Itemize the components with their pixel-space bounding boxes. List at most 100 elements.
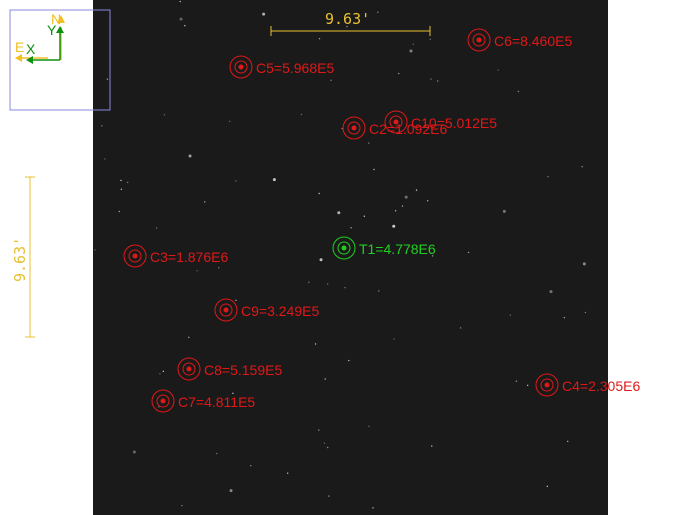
star <box>546 485 549 488</box>
star <box>286 472 289 474</box>
aperture-label: C7=4.811E5 <box>178 394 255 410</box>
aperture-c9[interactable]: C9=3.249E5 <box>214 298 319 322</box>
aperture-t1[interactable]: T1=4.778E6 <box>332 236 436 260</box>
horizontal-scale-bar <box>270 26 431 36</box>
aperture-c3[interactable]: C3=1.876E6 <box>123 244 228 268</box>
star <box>437 80 439 82</box>
aperture-ring <box>160 398 166 404</box>
aperture-ring <box>347 121 361 135</box>
star <box>188 154 192 158</box>
star <box>101 125 103 127</box>
east-arrow-icon <box>15 54 22 62</box>
star <box>409 49 413 53</box>
star <box>235 299 237 302</box>
star <box>566 440 569 443</box>
star <box>188 336 190 339</box>
aperture-ring <box>123 244 147 268</box>
aperture-label: T1=4.778E6 <box>359 241 436 257</box>
aperture-label: C10=5.012E5 <box>411 115 497 131</box>
star <box>412 43 414 46</box>
star <box>404 195 408 199</box>
aperture-c10[interactable]: C10=5.012E5 <box>384 110 497 134</box>
star <box>584 311 587 314</box>
star <box>179 0 181 3</box>
star <box>502 209 506 213</box>
star <box>179 17 183 21</box>
star <box>120 179 122 182</box>
overview-box[interactable] <box>9 9 111 111</box>
star <box>378 290 380 292</box>
star <box>326 446 329 449</box>
star <box>155 227 158 229</box>
aperture-ring <box>544 382 550 388</box>
star <box>547 176 549 178</box>
star <box>431 445 433 447</box>
aperture-ring <box>182 362 196 376</box>
star <box>318 429 320 431</box>
aperture-ring <box>219 303 233 317</box>
star <box>318 192 320 195</box>
star <box>250 464 252 467</box>
y-label: Y <box>47 22 57 38</box>
aperture-ring <box>472 33 486 47</box>
aperture-c5[interactable]: C5=5.968E5 <box>229 55 334 79</box>
aperture-ring <box>342 116 366 140</box>
aperture-ring <box>132 253 138 259</box>
star <box>401 205 404 207</box>
aperture-ring <box>535 373 559 397</box>
star <box>368 142 370 144</box>
star <box>184 24 186 27</box>
star <box>497 69 499 71</box>
star <box>218 267 220 269</box>
aperture-label: C3=1.876E6 <box>150 249 228 265</box>
star <box>216 452 218 455</box>
star <box>581 165 583 168</box>
aperture-ring <box>156 394 170 408</box>
star <box>228 120 231 123</box>
star-field-image[interactable] <box>93 0 608 515</box>
aperture-ring <box>337 241 351 255</box>
east-label: E <box>15 39 24 55</box>
star <box>373 168 375 171</box>
star <box>549 290 553 294</box>
aperture-c8[interactable]: C8=5.159E5 <box>177 357 282 381</box>
aperture-c4[interactable]: C4=2.305E6 <box>535 373 640 397</box>
aperture-c6[interactable]: C6=8.460E5 <box>467 28 572 52</box>
star <box>377 11 379 14</box>
aperture-c2[interactable]: C2=1.092E6 <box>342 116 447 140</box>
x-label: X <box>26 41 36 57</box>
aperture-ring <box>151 389 175 413</box>
star <box>392 224 396 228</box>
star <box>106 78 109 80</box>
aperture-ring <box>177 357 201 381</box>
star <box>429 38 431 40</box>
aperture-ring <box>332 236 356 260</box>
star <box>431 255 434 257</box>
aperture-label: C8=5.159E5 <box>204 362 282 378</box>
star <box>326 283 329 285</box>
star <box>319 258 323 262</box>
star <box>159 373 161 375</box>
vertical-scale-label: 9.63' <box>11 237 29 282</box>
aperture-ring <box>223 307 229 313</box>
star <box>430 78 432 80</box>
aperture-ring <box>384 110 408 134</box>
aperture-label: C2=1.092E6 <box>369 121 447 137</box>
north-arrow-icon <box>57 15 65 23</box>
star <box>363 215 366 217</box>
star <box>328 495 330 497</box>
star <box>300 113 303 116</box>
star <box>426 200 429 202</box>
star <box>118 210 121 213</box>
star <box>346 25 348 28</box>
aperture-ring <box>234 60 248 74</box>
star <box>582 262 586 266</box>
aperture-ring <box>229 55 253 79</box>
star <box>398 72 400 75</box>
aperture-c7[interactable]: C7=4.811E5 <box>151 389 255 413</box>
star <box>348 359 350 362</box>
star <box>162 370 165 373</box>
star <box>459 327 462 329</box>
